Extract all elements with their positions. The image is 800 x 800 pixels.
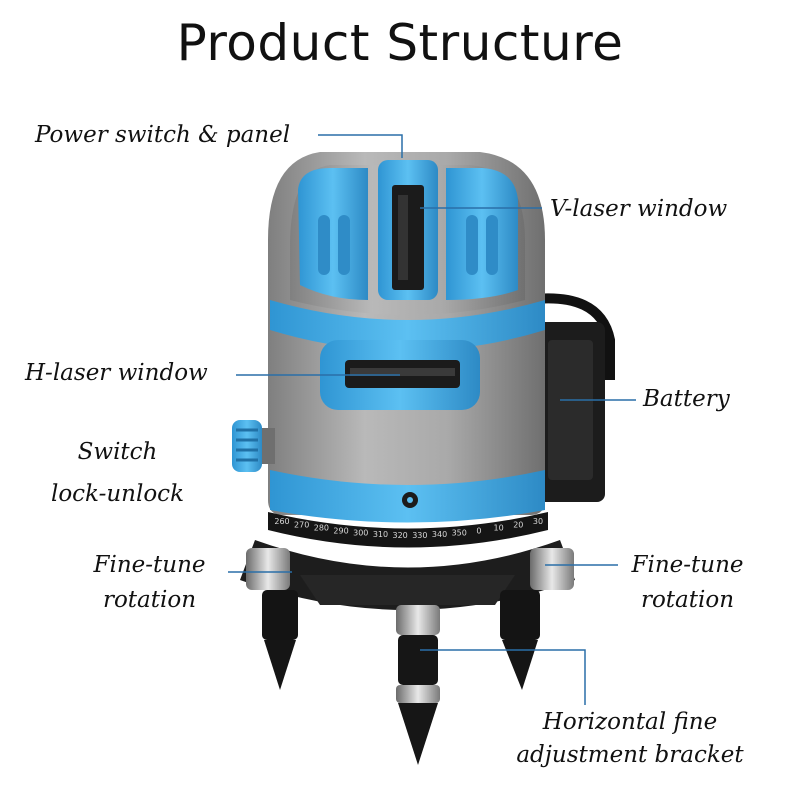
- scale-mark: 350: [452, 529, 467, 538]
- legs: [262, 590, 540, 765]
- scale-mark: 290: [333, 526, 348, 535]
- scale-mark: 10: [494, 524, 504, 533]
- label-fine-tune-left: Fine-tune: [93, 552, 206, 578]
- fine-tune-left-knob: [246, 548, 290, 590]
- label-v-laser-window: V-laser window: [550, 196, 728, 222]
- label-rotation-right: rotation: [640, 587, 735, 613]
- scale-mark: 270: [294, 520, 309, 529]
- label-rotation-left: rotation: [102, 587, 197, 613]
- scale-mark: 20: [513, 520, 523, 529]
- label-switch: Switch: [77, 439, 158, 465]
- page-title: Product Structure: [176, 14, 624, 72]
- label-battery: Battery: [643, 386, 730, 412]
- scale-mark: 0: [476, 526, 481, 535]
- scale-mark: 330: [412, 531, 427, 540]
- label-power-switch: Power switch & panel: [35, 122, 291, 148]
- scale-mark: 30: [533, 517, 543, 526]
- label-fine-tune-right: Fine-tune: [631, 552, 744, 578]
- label-horizontal-fine: Horizontal fine: [542, 709, 718, 735]
- scale-mark: 340: [432, 530, 447, 539]
- scale-mark: 320: [393, 531, 408, 540]
- scale-mark: 300: [353, 529, 368, 538]
- base: [240, 540, 575, 610]
- fine-tune-right-knob: [530, 548, 574, 590]
- callout-lines: [228, 134, 636, 705]
- scale-mark: 260: [274, 517, 289, 526]
- label-h-laser-window: H-laser window: [25, 360, 208, 386]
- scale-mark: 280: [314, 524, 329, 533]
- label-adjustment-bracket: adjustment bracket: [516, 742, 744, 768]
- label-lock-unlock: lock-unlock: [50, 481, 185, 507]
- degree-scale-ring: 260 270 280 290 300 310 320 330 340 350 0 10 20 30: [268, 512, 548, 548]
- switch-knob: [232, 420, 275, 472]
- scale-mark: 310: [373, 530, 388, 539]
